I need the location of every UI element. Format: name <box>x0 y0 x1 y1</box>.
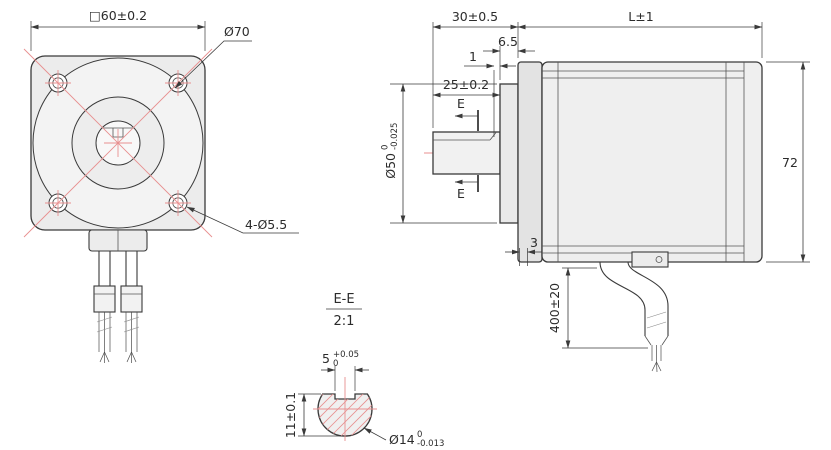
boss-diameter-tol-lower: -0.025 <box>390 123 400 150</box>
step-depth-label: 3 <box>530 235 538 250</box>
flat-width-tol-upper: +0.05 <box>333 350 359 360</box>
dim-body-height: 72 <box>766 61 810 263</box>
boss-length-label: 6.5 <box>498 34 518 49</box>
boss-diameter-label: Ø50 <box>383 153 398 179</box>
motor-cable <box>599 261 669 373</box>
flat-width-tol-lower: 0 <box>333 359 338 369</box>
flat-width-label: 5 <box>322 351 330 366</box>
pilot-boss-side <box>499 83 519 224</box>
dim-step-depth: 3 <box>505 235 542 266</box>
connector-left <box>93 285 116 313</box>
section-cut-marks: E E <box>454 96 479 201</box>
dim-flat-height: 11±0.1 <box>283 392 341 438</box>
section-mark-bottom-label: E <box>457 186 465 201</box>
shaft-side <box>432 131 501 175</box>
shaft-length-label: 25±0.2 <box>443 77 489 92</box>
dim-flat-width: 5 +0.05 0 <box>321 350 369 391</box>
gland-screw <box>655 256 663 263</box>
dim-boss-length: 6.5 <box>483 34 535 80</box>
dim-pilot-diameter: Ø70 <box>174 24 252 89</box>
cable-gland <box>631 251 669 268</box>
front-view: □60±0.2 Ø70 4-Ø5.5 <box>23 8 299 363</box>
front-flange-side <box>517 61 543 263</box>
lead-wires <box>96 312 140 363</box>
front-connector-and-wires <box>88 229 148 363</box>
section-center-lines <box>313 377 377 441</box>
section-view-ee: E-E 2:1 11±0.1 <box>283 292 444 449</box>
dim-cable-length: 400±20 <box>547 267 648 349</box>
mounting-holes-label: 4-Ø5.5 <box>245 217 287 232</box>
side-view: 30±0.5 L±1 6.5 1 25±0.2 <box>381 9 810 373</box>
section-mark-top-label: E <box>457 96 465 111</box>
flange-size-label: □60±0.2 <box>89 8 147 23</box>
dim-boss-diameter: Ø50 0 -0.025 <box>381 83 497 224</box>
dim-body-length: L±1 <box>517 9 763 58</box>
dim-shaft-diameter: Ø14 0 -0.013 <box>363 427 444 449</box>
body-height-label: 72 <box>782 155 798 170</box>
center-lines <box>23 48 213 238</box>
pilot-diameter-label: Ø70 <box>224 24 250 39</box>
flat-end-clearance-label: 1 <box>469 49 477 64</box>
dim-flange-size: □60±0.2 <box>30 8 206 51</box>
shaft-diameter-label: Ø14 <box>389 432 415 447</box>
dim-flat-end-clearance: 1 <box>464 49 516 137</box>
cable-stems <box>98 251 138 286</box>
shaft-diameter-tol-lower: -0.013 <box>417 439 444 449</box>
connector-right <box>120 285 143 313</box>
dim-shaft-length: 25±0.2 <box>432 77 501 98</box>
shaft-assembly-length-label: 30±0.5 <box>452 9 498 24</box>
section-scale: 2:1 <box>334 314 355 329</box>
section-title: E-E <box>333 292 354 307</box>
shaft-diameter-tol-upper: 0 <box>417 430 422 440</box>
flat-height-label: 11±0.1 <box>283 392 298 438</box>
body-length-label: L±1 <box>628 9 653 24</box>
cable-length-label: 400±20 <box>547 283 562 333</box>
dim-mounting-holes: 4-Ø5.5 <box>186 206 299 234</box>
motor-body <box>541 61 763 263</box>
boss-diameter-tol-upper: 0 <box>381 145 391 150</box>
